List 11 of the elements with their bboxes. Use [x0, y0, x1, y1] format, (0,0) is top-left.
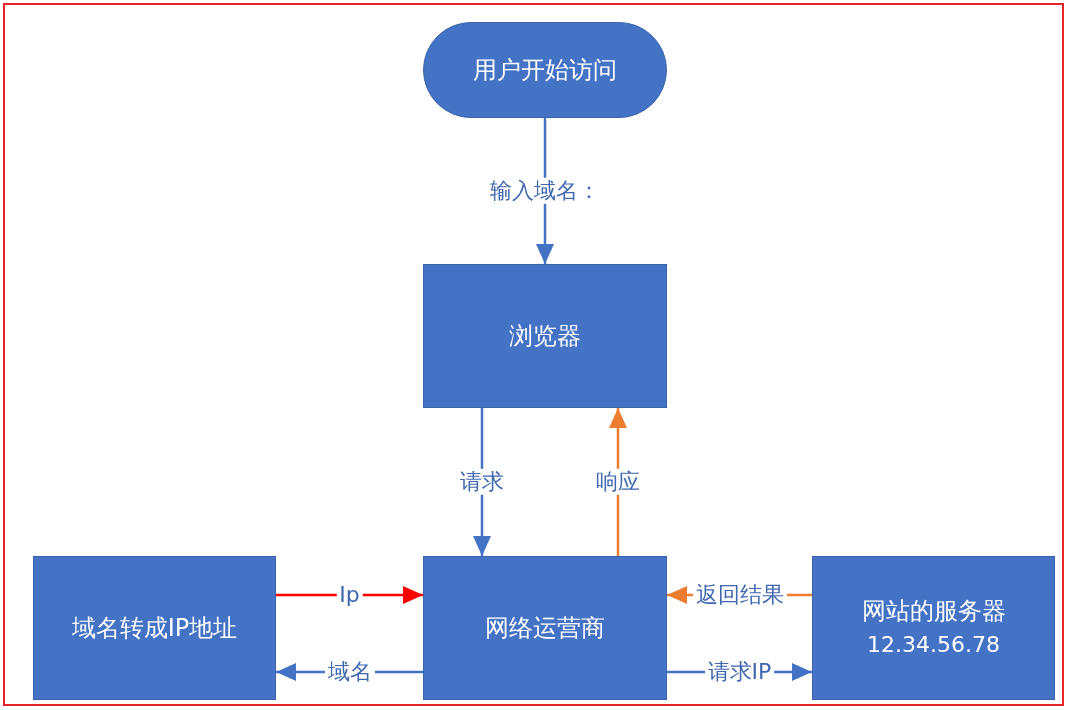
process-box	[423, 264, 667, 408]
node-title: 网站的服务器	[861, 597, 1006, 627]
process-box	[812, 556, 1055, 700]
process-box	[423, 556, 667, 700]
node-title: 域名转成IP地址	[71, 613, 238, 643]
process-box	[33, 556, 276, 700]
node-title: 用户开始访问	[473, 55, 617, 85]
node-title: 浏览器	[509, 321, 581, 351]
node-title: 网络运营商	[485, 613, 605, 643]
edge-label: 响应	[593, 468, 643, 496]
node-subtitle: 12.34.56.78	[867, 632, 1000, 659]
